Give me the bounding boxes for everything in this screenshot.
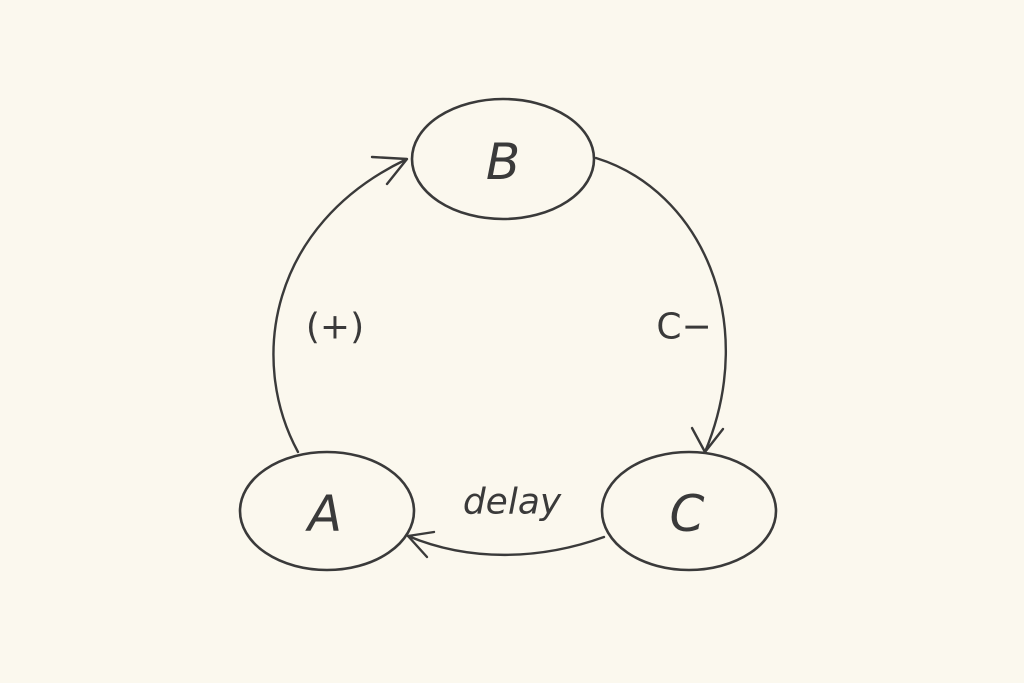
edge-label-a-to-b: (+) (306, 307, 364, 348)
node-c-label: C (670, 485, 705, 543)
edge-c-to-a (406, 534, 606, 557)
arrowhead-c-to-a (406, 530, 436, 559)
edge-a-to-b (272, 158, 407, 454)
node-b-shape (410, 97, 596, 221)
edge-label-c-to-a: delay (463, 482, 562, 523)
node-b-label: B (486, 133, 520, 191)
edge-label-b-to-c: C− (656, 307, 711, 348)
node-a: A (238, 450, 416, 572)
arrowhead-a-to-b (370, 155, 409, 186)
edge-b-to-c (594, 156, 727, 454)
node-a-label: A (305, 485, 342, 543)
arrowhead-b-to-c (690, 426, 725, 454)
node-c-shape (600, 450, 778, 572)
node-a-shape (238, 450, 416, 572)
node-b: B (410, 97, 596, 221)
node-c: C (600, 450, 778, 572)
